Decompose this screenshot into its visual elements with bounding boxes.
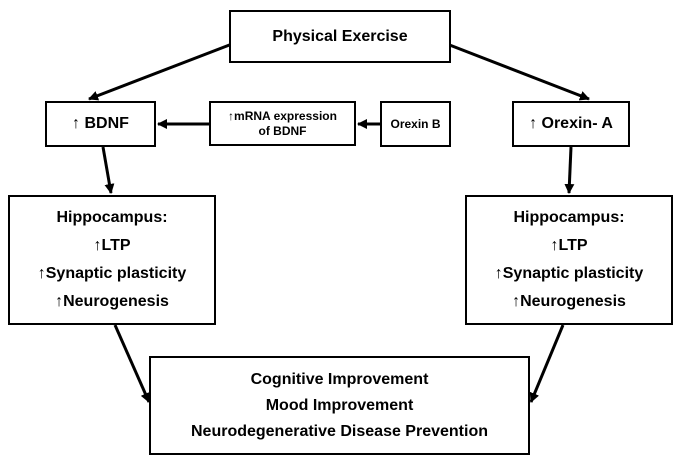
hippocampus-left-ltp: ↑LTP [93,237,131,254]
orexin-b-label: Orexin B [390,117,441,131]
hippocampus-right-neurogenesis: ↑Neurogenesis [512,293,626,310]
outcome-neurodegenerative: Neurodegenerative Disease Prevention [190,422,488,440]
outcome-cognitive: Cognitive Improvement [250,370,429,388]
hippocampus-right-ltp: ↑LTP [550,237,588,254]
hippocampus-left-neurogenesis: ↑Neurogenesis [55,293,169,310]
bdnf-label: ↑ BDNF [72,115,129,132]
mrna-expression-box: ↑mRNA expression of BDNF [209,101,356,146]
outcome-mood: Mood Improvement [265,396,414,414]
orexin-a-box: ↑ Orexin- A [512,101,630,147]
hippocampus-right-box: Hippocampus: ↑LTP ↑Synaptic plasticity ↑… [465,195,673,325]
hippocampus-left-box: Hippocampus: ↑LTP ↑Synaptic plasticity ↑… [8,195,216,325]
arrow-orexina-to-hippocampus-right [564,146,575,194]
physical-exercise-label: Physical Exercise [272,27,408,45]
hippocampus-right-title: Hippocampus: [513,209,625,226]
arrow-hippocampus-right-to-outcomes [529,324,565,403]
arrow-exercise-to-bdnf [88,42,233,101]
mrna-line-1: ↑mRNA expression [228,108,337,123]
bdnf-box: ↑ BDNF [45,101,156,147]
arrow-hippocampus-left-to-outcomes [113,324,151,403]
arrow-exercise-to-orexin-a [446,42,590,101]
outcomes-box: Cognitive Improvement Mood Improvement N… [149,356,530,455]
hippocampus-left-title: Hippocampus: [56,209,168,226]
orexin-b-box: Orexin B [380,101,451,147]
physical-exercise-box: Physical Exercise [229,10,451,63]
hippocampus-left-synaptic: ↑Synaptic plasticity [37,265,187,282]
arrow-bdnf-to-hippocampus-left [101,146,115,194]
orexin-a-label: ↑ Orexin- A [529,115,613,132]
hippocampus-right-synaptic: ↑Synaptic plasticity [494,265,644,282]
mrna-line-2: of BDNF [258,123,307,138]
